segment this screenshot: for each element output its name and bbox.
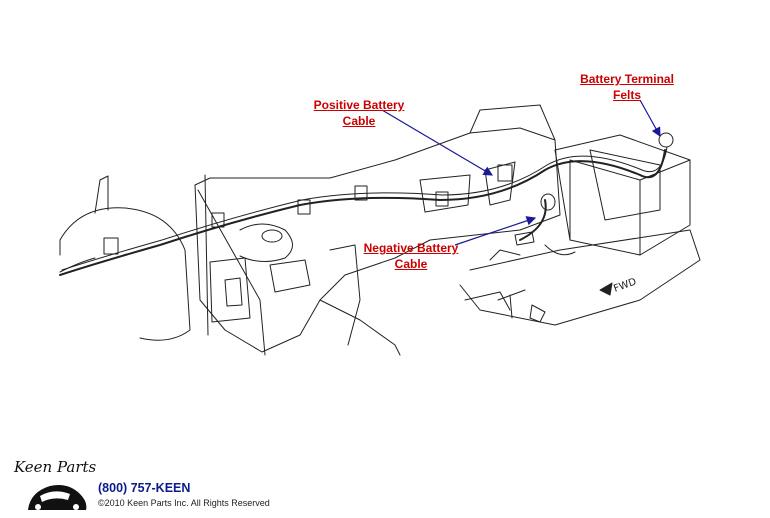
- callout-negative-battery-cable[interactable]: Negative Battery Cable: [355, 240, 467, 272]
- leader-terminal: [639, 99, 661, 138]
- battery: [589, 149, 661, 221]
- cable-clip: [497, 164, 513, 182]
- cable-clip: [103, 237, 119, 255]
- leader-positive: [381, 109, 494, 176]
- copyright: ©2010 Keen Parts Inc. All Rights Reserve…: [98, 498, 270, 508]
- callout-positive-battery-cable[interactable]: Positive Battery Cable: [300, 97, 418, 129]
- keen-parts-logo: Keen Parts: [13, 458, 97, 510]
- callout-line: Cable: [342, 114, 376, 128]
- floor-pan: [194, 127, 561, 353]
- access-panel: [209, 257, 251, 323]
- left-bracket: [94, 175, 109, 214]
- callout-line: Cable: [394, 257, 428, 271]
- callout-line: Felts: [612, 88, 641, 102]
- rear-deck: [459, 229, 701, 326]
- ground-bolt: [497, 289, 546, 323]
- callout-battery-terminal-felts[interactable]: Battery Terminal Felts: [572, 71, 682, 103]
- battery-box: [554, 134, 691, 256]
- callout-line: Positive Battery: [313, 98, 405, 112]
- cable-clip: [435, 191, 449, 207]
- cable-clip: [354, 185, 368, 201]
- cable-clip: [211, 212, 225, 228]
- negative-cable: [519, 199, 547, 241]
- logo-wordmark: Keen Parts: [13, 458, 97, 476]
- positive-cable: [59, 149, 666, 276]
- callout-line: Negative Battery: [363, 241, 459, 255]
- rear-body-outline: [59, 207, 191, 341]
- leader-negative: [454, 216, 537, 246]
- fwd-label: FWD: [612, 276, 638, 294]
- spare-tire-well: [239, 223, 293, 262]
- phone-number[interactable]: (800) 757-KEEN: [98, 481, 191, 495]
- callout-line: Battery Terminal: [580, 72, 674, 86]
- terminal-felt: [658, 132, 674, 148]
- cable-clip: [297, 199, 311, 215]
